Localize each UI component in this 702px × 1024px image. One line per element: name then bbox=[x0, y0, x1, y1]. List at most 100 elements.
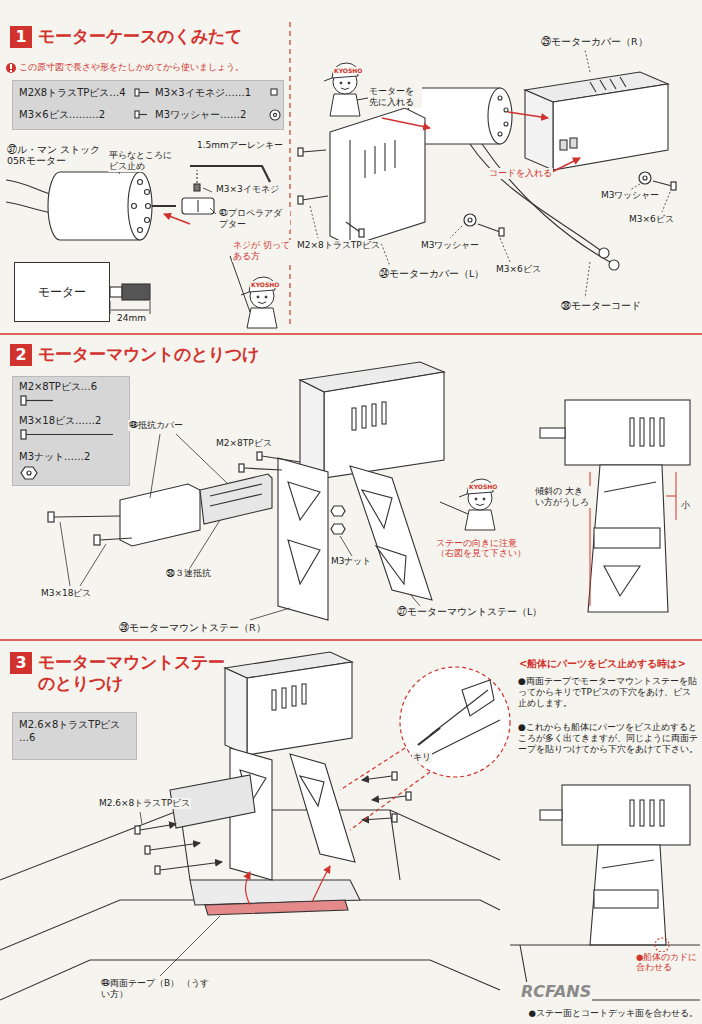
resistor bbox=[120, 474, 272, 546]
motor-side-view bbox=[650, 800, 654, 826]
leader-line bbox=[310, 50, 670, 298]
motor-cover-right bbox=[525, 90, 553, 170]
part-name: M3ナット bbox=[330, 556, 373, 567]
motor-drawing bbox=[138, 180, 143, 185]
motor-side-view bbox=[562, 785, 690, 845]
motor-side-view bbox=[540, 810, 562, 820]
section-header: 1 モーターケースのくみたて bbox=[10, 26, 242, 48]
part-name: ㊶プロペラアダプター bbox=[218, 208, 290, 230]
mascot-figure bbox=[483, 498, 485, 500]
motor-mount-stay bbox=[278, 458, 328, 620]
screw bbox=[257, 452, 262, 460]
screw bbox=[406, 792, 411, 800]
motor-side-view bbox=[660, 800, 664, 826]
mascot-figure bbox=[230, 256, 250, 312]
arrow bbox=[164, 214, 190, 224]
motor-side-view bbox=[640, 800, 644, 826]
propeller-adapter bbox=[182, 198, 214, 214]
mascot-figure bbox=[476, 504, 484, 506]
arrow bbox=[508, 112, 548, 118]
screw bbox=[643, 176, 647, 180]
dimension-line bbox=[150, 301, 151, 314]
mascot-figure bbox=[440, 502, 468, 514]
parts-list-box: M2X8トラスTPビス…4M3×3イモネジ……1M3×6ビス………2M3ワッシャ… bbox=[12, 80, 284, 130]
part-name: M3×6ビス bbox=[628, 214, 675, 225]
motor-drawing bbox=[504, 122, 508, 126]
parts-list-item: M2×8TPビス…6 bbox=[19, 381, 97, 394]
part-name: ㊽抵抗カバー bbox=[128, 420, 184, 431]
motor-case bbox=[225, 668, 247, 755]
instruction-text: ネジが 切ってある方 bbox=[232, 240, 292, 262]
motor-case bbox=[272, 690, 276, 710]
mascot-figure bbox=[459, 494, 467, 497]
part-name: ㊿３速抵抗 bbox=[165, 568, 212, 579]
parts-list-item: M2X8トラスTPビス…4 bbox=[19, 87, 126, 100]
motor-cover-right bbox=[610, 79, 616, 89]
motor-cover-left bbox=[330, 108, 425, 246]
part-name: M3ワッシャー bbox=[600, 190, 661, 201]
leader-line bbox=[585, 262, 590, 298]
screw bbox=[298, 196, 303, 204]
leader-line bbox=[250, 608, 290, 620]
motor-cover-right bbox=[570, 138, 577, 148]
motor-case bbox=[292, 686, 296, 706]
screw bbox=[346, 222, 360, 232]
drill bbox=[418, 728, 440, 745]
motor-drawing bbox=[488, 88, 512, 144]
motor-drawing bbox=[138, 228, 143, 233]
motor-side-view bbox=[565, 400, 690, 465]
screw bbox=[94, 535, 100, 545]
screw bbox=[54, 516, 120, 517]
motor-case bbox=[324, 372, 444, 478]
part-name: ㊹両面テープ（B） （うすい方） bbox=[100, 978, 212, 1000]
screw bbox=[262, 456, 300, 462]
leader-line bbox=[140, 812, 142, 824]
motor-drawing bbox=[498, 132, 502, 136]
section-divider bbox=[289, 22, 290, 328]
screw bbox=[464, 214, 476, 226]
boat-hull bbox=[205, 900, 348, 915]
resistor bbox=[210, 494, 262, 506]
section-heading: モーターケースのくみたて bbox=[38, 26, 242, 47]
screw bbox=[639, 172, 651, 184]
motor-cover-left bbox=[364, 150, 365, 178]
motor-drawing bbox=[128, 172, 152, 240]
part-name: ㉘モーターマウントステー（R） bbox=[118, 622, 267, 633]
screw bbox=[331, 506, 345, 516]
motor-side-view bbox=[602, 860, 654, 868]
motor-case bbox=[300, 362, 444, 478]
mascot-figure bbox=[265, 296, 267, 298]
screw bbox=[362, 776, 392, 780]
dimension-label: 小 bbox=[680, 500, 691, 511]
motor-mount-stay bbox=[170, 748, 355, 880]
screw bbox=[48, 512, 54, 522]
motor-side-shaft bbox=[110, 287, 122, 297]
screw bbox=[135, 772, 411, 874]
motor-side-view bbox=[650, 418, 654, 446]
leader-line bbox=[160, 916, 220, 976]
part-label: モーター bbox=[38, 284, 86, 301]
section-number: 1 bbox=[10, 26, 32, 48]
motor-case bbox=[352, 408, 356, 430]
motor-mount-stay bbox=[278, 458, 432, 620]
mascot-figure bbox=[341, 88, 349, 90]
parts-list-item: M3ワッシャー……2 bbox=[155, 109, 246, 122]
screw bbox=[392, 814, 397, 822]
motor-drawing bbox=[145, 190, 150, 195]
warning-icon bbox=[10, 70, 12, 72]
warning-icon bbox=[6, 63, 16, 73]
note-text: ●両面テープでモーターマウントステーを貼ってからキリでTPビスの下穴をあけ、ビス… bbox=[517, 676, 699, 708]
motor-drawing bbox=[504, 108, 508, 112]
part-name: ㉕モーターカバー（R） bbox=[540, 36, 649, 47]
part-name: M2×8TPビス bbox=[215, 438, 273, 449]
motor-side-view bbox=[594, 890, 658, 908]
motor-side-shaft bbox=[122, 284, 150, 300]
mascot-figure bbox=[230, 256, 277, 328]
mascot-figure bbox=[247, 308, 277, 328]
motor-side-view bbox=[604, 482, 656, 492]
parts-list-item: M3×3イモネジ……1 bbox=[155, 87, 251, 100]
motor-drawing bbox=[145, 218, 150, 223]
watermark: RCFANS bbox=[520, 982, 592, 1001]
leader-line bbox=[662, 192, 670, 212]
